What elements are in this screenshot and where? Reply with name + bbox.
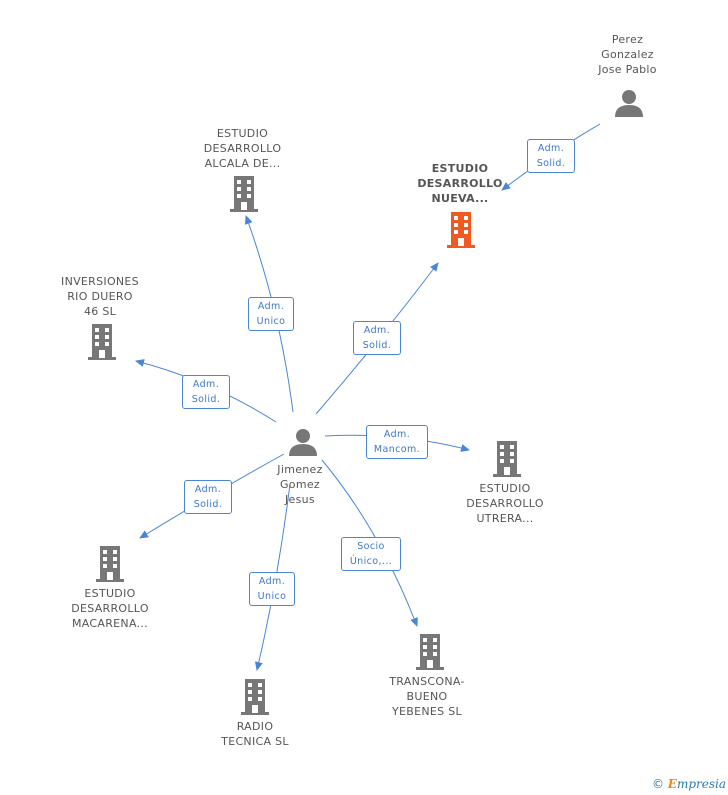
node-label-estudio-desarrollo-macarena[interactable]: ESTUDIO DESARROLLO MACARENA... (71, 587, 149, 630)
person-icon[interactable] (288, 428, 318, 456)
edge-label-center-inversiones[interactable]: Adm. Solid. (182, 375, 230, 409)
building-icon[interactable] (228, 176, 260, 212)
building-icon[interactable] (86, 324, 118, 360)
edge-label-center-nueva[interactable]: Adm. Solid. (353, 321, 401, 355)
node-label-transcona-bueno[interactable]: TRANSCONA- BUENO YEBENES SL (389, 675, 465, 718)
building-icon[interactable] (445, 212, 477, 248)
person-icon[interactable] (614, 89, 644, 117)
node-label-estudio-desarrollo-nueva[interactable]: ESTUDIO DESARROLLO NUEVA... (417, 162, 503, 205)
edge-label-center-radio[interactable]: Adm. Unico (249, 572, 295, 606)
edge-label-center-transcona[interactable]: Socio Único,... (341, 537, 401, 571)
building-icon[interactable] (239, 679, 271, 715)
node-label-estudio-desarrollo-alcala[interactable]: ESTUDIO DESARROLLO ALCALA DE... (203, 127, 282, 170)
building-icon[interactable] (491, 441, 523, 477)
empresia-logo: Empresia (667, 777, 726, 791)
node-label-radio-tecnica[interactable]: RADIO TECNICA SL (221, 720, 289, 748)
edge-label-perez-nueva[interactable]: Adm. Solid. (527, 139, 575, 173)
footer-brand: © Empresia (652, 777, 726, 791)
node-label-jimenez-gomez-jesus[interactable]: Jimenez Gomez Jesus (277, 463, 323, 506)
building-icon[interactable] (94, 546, 126, 582)
edge-label-center-alcala[interactable]: Adm. Unico (248, 297, 294, 331)
node-label-estudio-desarrollo-utrera[interactable]: ESTUDIO DESARROLLO UTRERA... (466, 482, 544, 525)
node-label-inversiones-rio-duero[interactable]: INVERSIONES RIO DUERO 46 SL (61, 275, 139, 318)
node-label-perez-gonzalez[interactable]: Perez Gonzalez Jose Pablo (598, 33, 657, 76)
copyright-symbol: © (651, 777, 664, 791)
building-icon[interactable] (414, 634, 446, 670)
edge-label-center-utrera[interactable]: Adm. Mancom. (366, 425, 428, 459)
edge-center-transcona (321, 459, 418, 627)
edge-label-center-macarena[interactable]: Adm. Solid. (184, 480, 232, 514)
